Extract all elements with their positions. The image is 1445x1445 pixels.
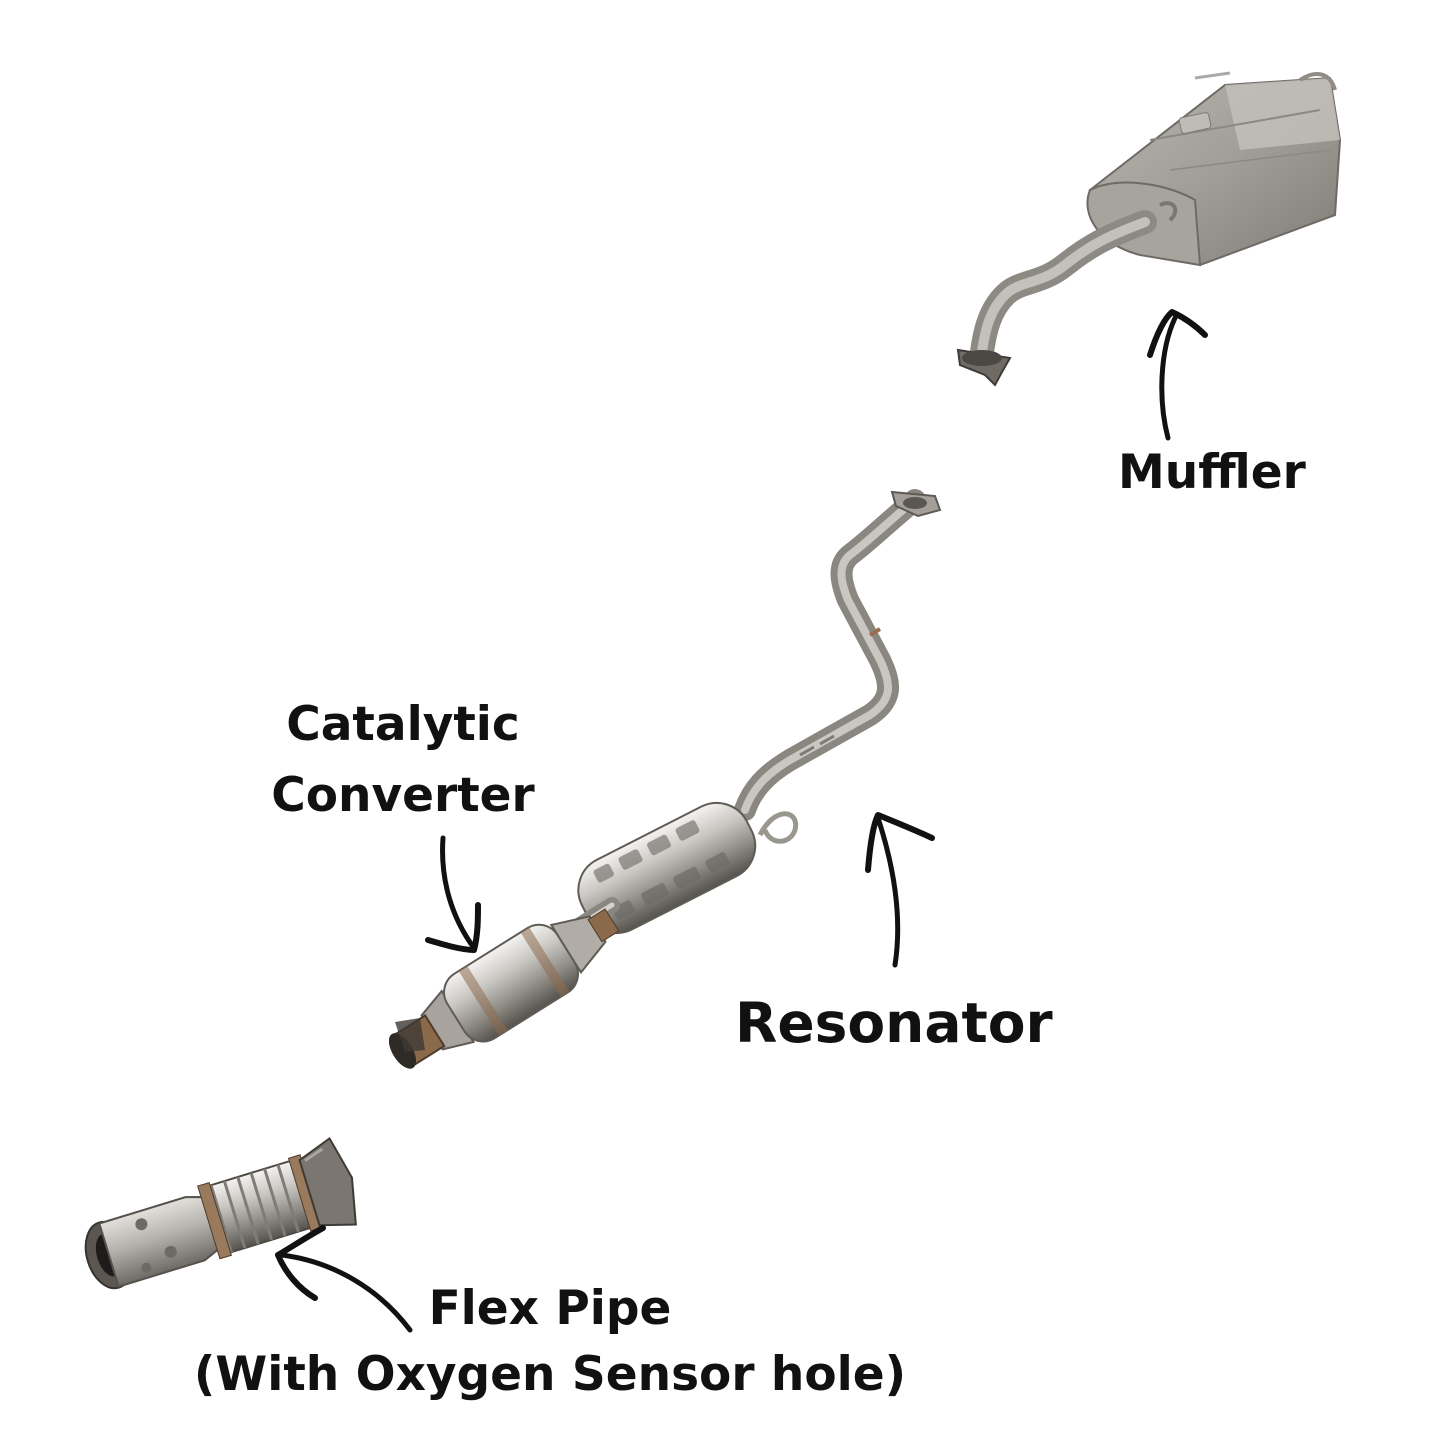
resonator-arrow [875, 815, 901, 968]
catalytic-converter-part [388, 908, 620, 1069]
flex-pipe-arrow [279, 1252, 413, 1333]
muffler-part [956, 71, 1342, 387]
catalytic-arrow-head [425, 902, 481, 953]
resonator-label: Resonator [735, 991, 1053, 1055]
muffler-label: Muffler [1118, 445, 1306, 500]
flex-pipe-label-line2: (With Oxygen Sensor hole) [193, 1346, 907, 1402]
catalytic-converter-label: Catalytic Converter [268, 690, 538, 831]
catalytic-arrow [440, 835, 477, 951]
flex-pipe-label: Flex Pipe (With Oxygen Sensor hole) [190, 1276, 910, 1408]
muffler-arrow [1159, 315, 1178, 441]
catalytic-converter-label-line2: Converter [271, 767, 535, 823]
resonator-arrow-head [865, 812, 935, 873]
muffler-arrow-head [1147, 309, 1208, 358]
flex-pipe-part [84, 1137, 357, 1290]
resonator-part [572, 489, 942, 934]
pointer-arrows [275, 309, 1208, 1333]
flex-pipe-label-line1: Flex Pipe [428, 1281, 672, 1336]
catalytic-converter-label-line1: Catalytic [286, 697, 520, 752]
flex-pipe-arrow-head [275, 1225, 326, 1301]
